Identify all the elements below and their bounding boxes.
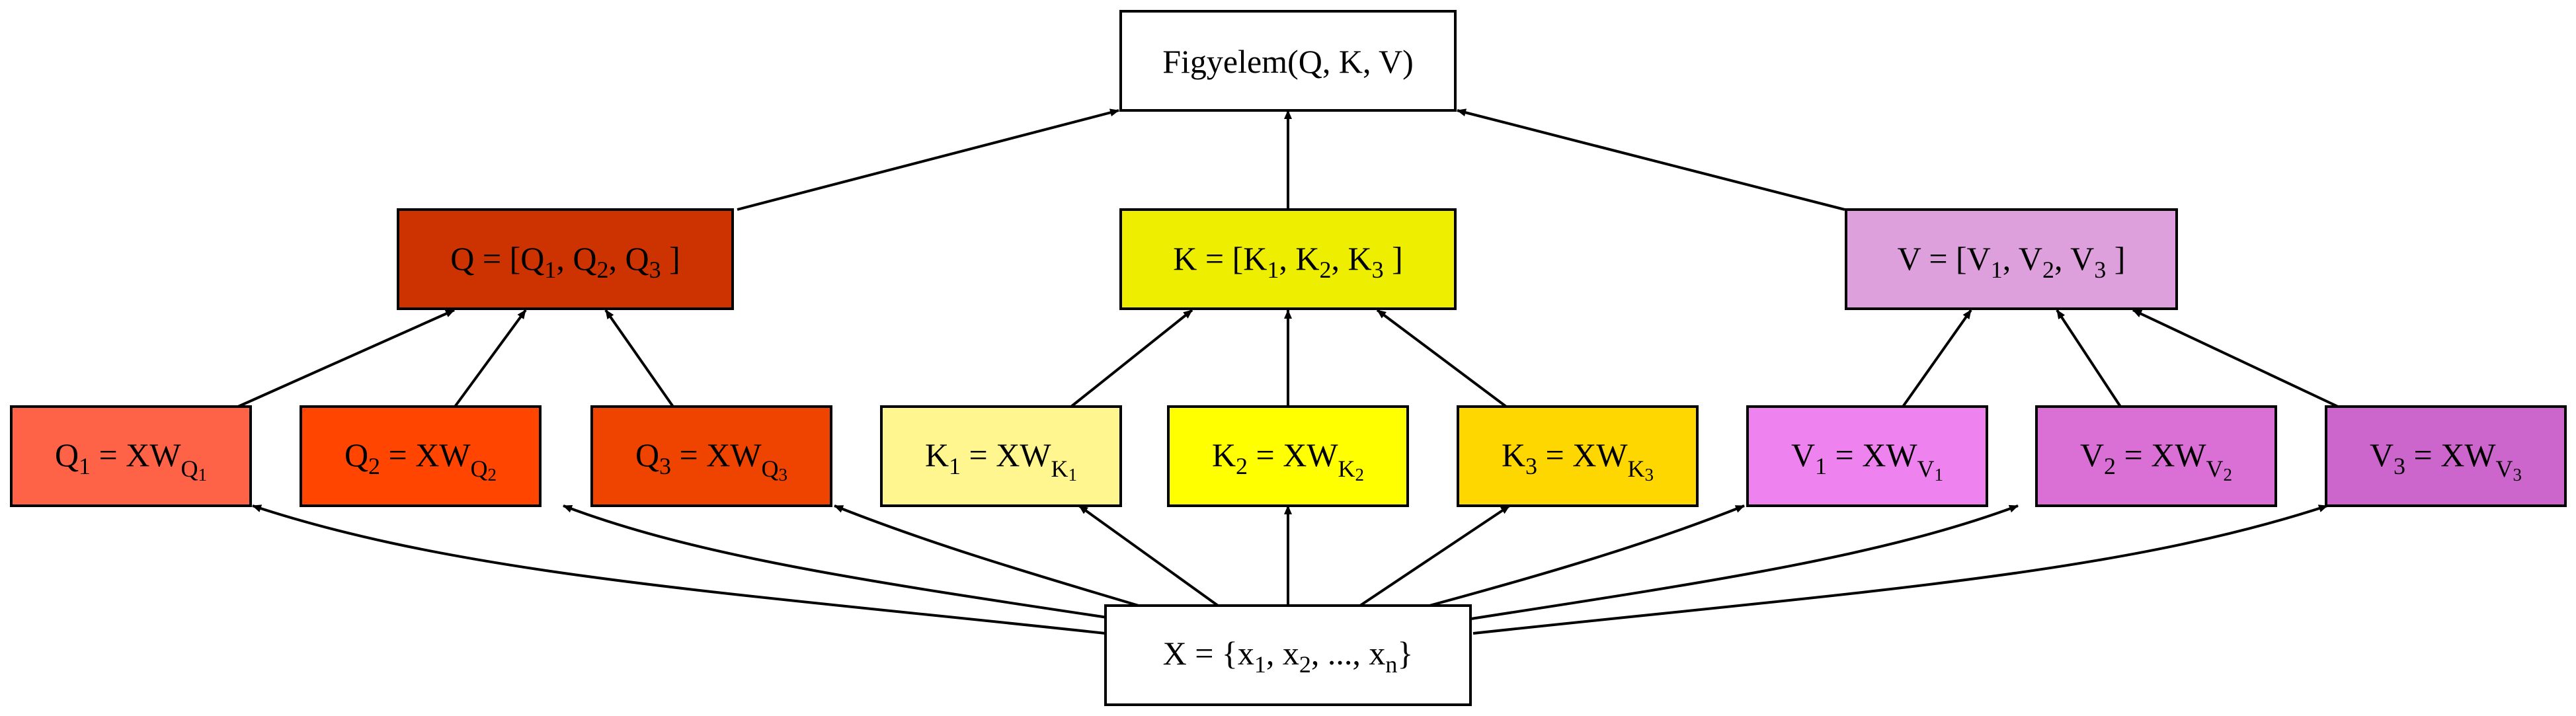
head-q1-box (10, 405, 252, 507)
edge-q3-to-q (604, 309, 674, 408)
edge-v2-to-v (2056, 309, 2122, 408)
q-concat-label: Q = [Q1, Q2, Q3 ] (450, 240, 680, 283)
head-q1-label: Q1 = XWQ1 (55, 436, 207, 485)
head-v1-label: V1 = XWV1 (1791, 436, 1943, 485)
edge-q1-to-q (237, 309, 455, 408)
edge-v-to-attention (1457, 108, 1845, 211)
q-concat-node: Q = [Q1, Q2, Q3 ] (397, 208, 734, 310)
head-q1-node: Q1 = XWQ1 (10, 405, 252, 507)
k-concat-box (1119, 208, 1457, 310)
head-k2-label: K2 = XWK2 (1212, 436, 1364, 485)
head-k1-node: K1 = XWK1 (880, 405, 1122, 507)
head-q2-label: Q2 = XWQ2 (344, 436, 497, 485)
edge-q-to-attention (737, 108, 1119, 211)
v-concat-node: V = [V1, V2, V3 ] (1845, 208, 2178, 310)
edge-v3-to-v (2132, 309, 2339, 408)
edge-x-to-q2 (563, 504, 1121, 621)
edge-q2-to-q (454, 309, 527, 408)
edge-x-to-q3 (834, 504, 1139, 607)
head-k3-label: K3 = XWK3 (1502, 436, 1654, 485)
input-box (1104, 604, 1472, 706)
edge-x-to-k3 (1359, 504, 1511, 607)
k-concat-node: K = [K1, K2, K3 ] (1119, 208, 1457, 310)
input-label: X = {x1, x2, ..., xn} (1163, 635, 1414, 678)
head-k2-node: K2 = XWK2 (1167, 405, 1409, 507)
edge-k3-to-k (1376, 309, 1508, 408)
head-v3-label: V3 = XWV3 (2370, 436, 2522, 485)
edge-k1-to-k (1070, 309, 1193, 408)
head-v2-box (2035, 405, 2277, 507)
edge-x-to-v1 (1429, 504, 1745, 607)
head-k1-label: K1 = XWK1 (925, 436, 1077, 485)
head-v3-box (2325, 405, 2567, 507)
head-q3-box (590, 405, 832, 507)
head-k2-box (1167, 405, 1409, 507)
k-concat-label: K = [K1, K2, K3 ] (1173, 240, 1402, 283)
head-q2-box (300, 405, 542, 507)
edges (237, 108, 2339, 635)
attention-box (1119, 10, 1457, 112)
edge-v1-to-v (1902, 309, 1972, 408)
edge-x-to-v3 (1472, 504, 2328, 635)
head-v2-node: V2 = XWV2 (2035, 405, 2277, 507)
q-concat-box (397, 208, 734, 310)
v-concat-box (1845, 208, 2178, 310)
head-v1-node: V1 = XWV1 (1746, 405, 1988, 507)
edge-x-to-q1 (252, 504, 1106, 635)
head-k3-box (1457, 405, 1699, 507)
head-k3-node: K3 = XWK3 (1457, 405, 1699, 507)
head-q3-node: Q3 = XWQ3 (590, 405, 832, 507)
edge-x-to-v2 (1466, 504, 2019, 621)
head-v2-label: V2 = XWV2 (2080, 436, 2232, 485)
head-v3-node: V3 = XWV3 (2325, 405, 2567, 507)
input-node: X = {x1, x2, ..., xn} (1104, 604, 1472, 706)
attention-label: Figyelem(Q, K, V) (1162, 43, 1414, 80)
v-concat-label: V = [V1, V2, V3 ] (1898, 240, 2126, 283)
head-k1-box (880, 405, 1122, 507)
edge-x-to-k1 (1078, 504, 1219, 607)
head-q2-node: Q2 = XWQ2 (300, 405, 542, 507)
head-q3-label: Q3 = XWQ3 (635, 436, 787, 485)
head-v1-box (1746, 405, 1988, 507)
attention-node: Figyelem(Q, K, V) (1119, 10, 1457, 112)
